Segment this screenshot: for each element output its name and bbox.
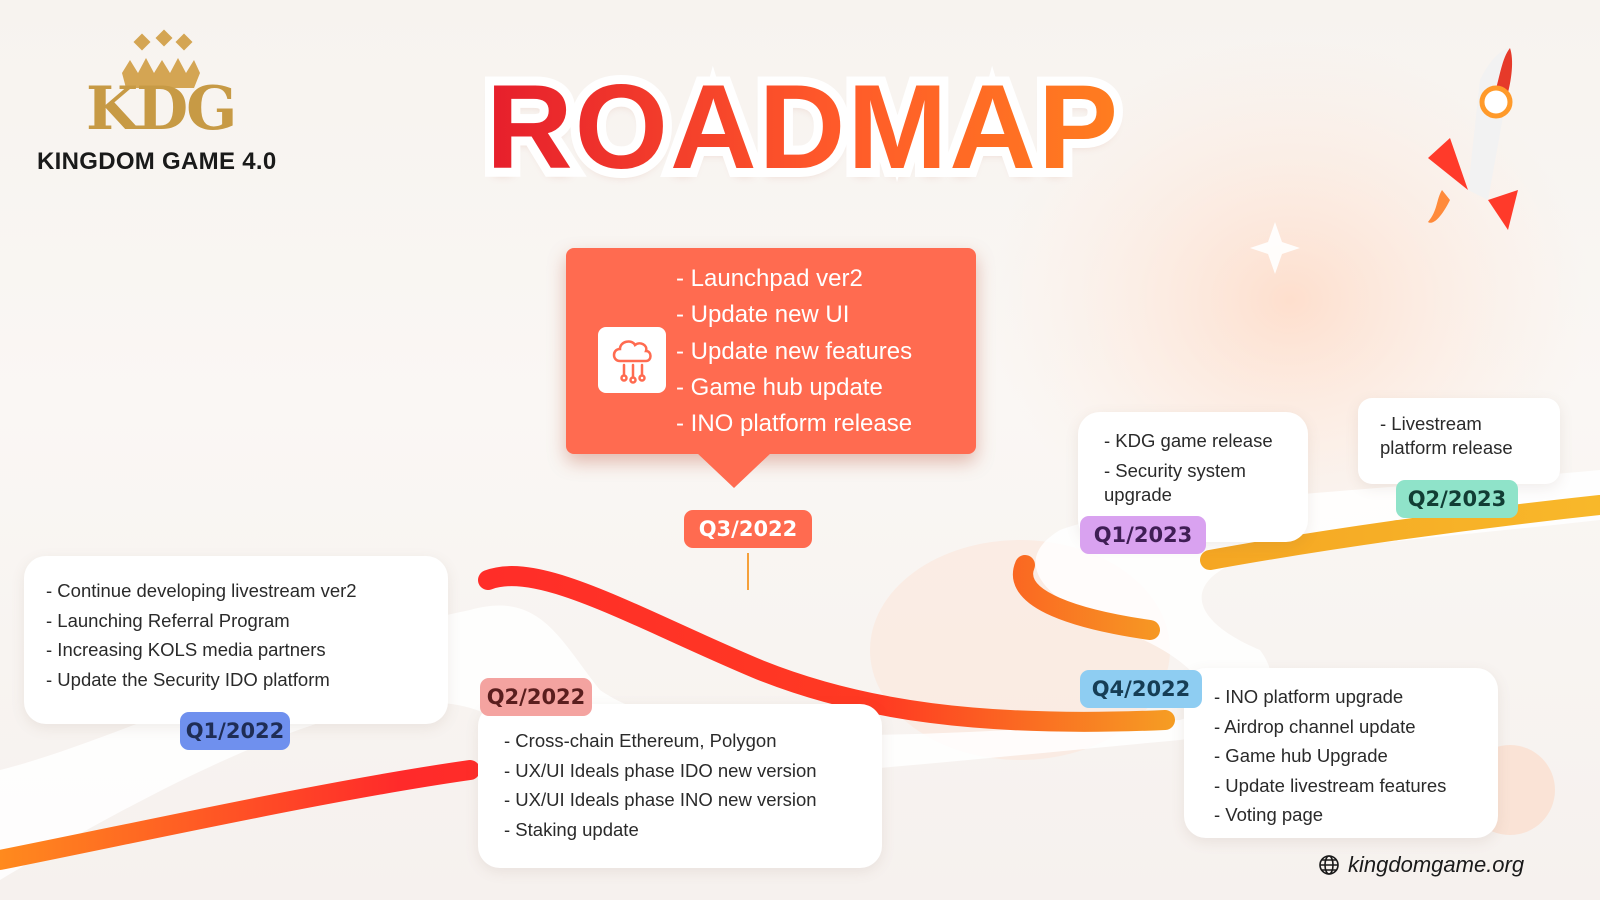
q2-2022-item: - Staking update: [504, 818, 639, 840]
q4-2022-item: - Update livestream features: [1214, 774, 1447, 796]
rocket-icon: [1428, 48, 1518, 230]
q3-item: - Update new features: [676, 337, 913, 365]
road-line: [0, 495, 1600, 870]
q4-2022-card: - INO platform upgrade - Airdrop channel…: [1184, 668, 1498, 838]
globe-icon: [1319, 855, 1339, 875]
q4-2022-item: - INO platform upgrade: [1214, 686, 1404, 707]
q3-card-pointer: [696, 452, 772, 488]
q2-2022-item: - Cross-chain Ethereum, Polygon: [504, 730, 777, 751]
page-title: ROADMAP: [486, 60, 1120, 194]
q1-2022-item: - Launching Referral Program: [46, 609, 290, 631]
q2-2023-item: platform release: [1380, 437, 1513, 458]
q1-2023-item: - Security system: [1104, 459, 1246, 481]
page-title-outline: ROADMAP: [477, 51, 1127, 203]
q2-2023-badge: Q2/2023: [1396, 480, 1518, 518]
brand-name: KINGDOM GAME 4.0: [37, 148, 277, 175]
logo: KDG: [70, 28, 340, 188]
q3-item: - Update new UI: [676, 301, 850, 329]
crown-icon: [122, 29, 200, 88]
q1-2023-item: - KDG game release: [1104, 430, 1273, 451]
q4-2022-item: - Voting page: [1214, 804, 1324, 825]
q4-2022-item: - Airdrop channel update: [1214, 715, 1416, 737]
q4-2022-item: - Game hub Upgrade: [1214, 745, 1388, 766]
website-link[interactable]: kingdomgame.org: [1348, 852, 1525, 877]
logo-text: KDG: [86, 74, 237, 144]
q3-item: - INO platform release: [676, 410, 913, 438]
q2-2022-item: - UX/UI Ideals phase INO new version: [504, 789, 817, 810]
q2-2023-card: - Livestream platform release: [1358, 398, 1560, 484]
q2-2022-item: - UX/UI Ideals phase IDO new version: [504, 759, 817, 781]
sparkle-icon: [1250, 222, 1300, 274]
q1-2022-badge: Q1/2022: [180, 712, 290, 750]
road-surface: [0, 470, 1600, 880]
q2-2023-item: - Livestream: [1380, 413, 1482, 434]
q1-2022-item: - Increasing KOLS media partners: [46, 639, 326, 660]
q3-item: - Launchpad ver2: [676, 265, 863, 292]
q1-2022-item: - Continue developing livestream ver2: [46, 580, 357, 601]
cloud-network-icon: [598, 327, 666, 393]
q1-2023-badge: Q1/2023: [1080, 516, 1206, 554]
q4-2022-badge: Q4/2022: [1080, 670, 1202, 708]
q2-2022-badge: Q2/2022: [480, 678, 592, 716]
q1-2023-item: upgrade: [1104, 484, 1172, 505]
q3-2022-card: - Launchpad ver2 - Update new UI - Updat…: [566, 248, 976, 454]
q2-2022-card: - Cross-chain Ethereum, Polygon - UX/UI …: [478, 704, 882, 868]
q1-2022-item: - Update the Security IDO platform: [46, 668, 330, 690]
q3-2022-badge: Q3/2022: [684, 510, 812, 548]
q3-item: - Game hub update: [676, 373, 883, 401]
q1-2022-card: - Continue developing livestream ver2 - …: [24, 556, 448, 724]
